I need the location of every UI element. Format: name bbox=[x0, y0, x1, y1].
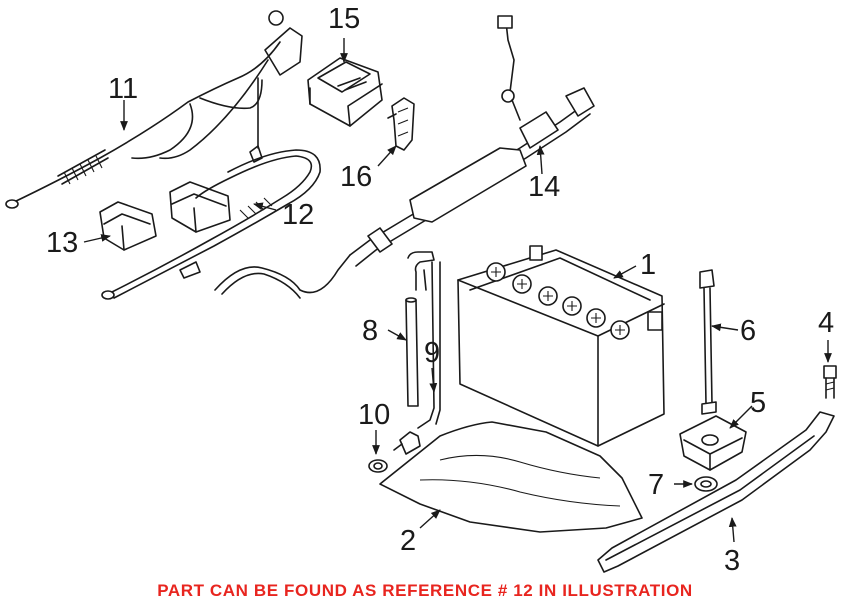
part-14-main-cable bbox=[179, 15, 595, 299]
part-16-clip bbox=[387, 97, 415, 151]
callout-14: 14 bbox=[528, 171, 560, 203]
part-5-bracket bbox=[679, 415, 747, 471]
part-9-elbow bbox=[393, 251, 441, 455]
callout-4: 4 bbox=[818, 307, 834, 339]
part-8-hose bbox=[405, 297, 419, 407]
part-12-cable bbox=[101, 149, 321, 300]
callout-15: 15 bbox=[328, 3, 360, 35]
callout-7: 7 bbox=[648, 469, 664, 501]
part-4-bolt bbox=[823, 365, 837, 399]
callout-11: 11 bbox=[108, 73, 138, 105]
callout-1: 1 bbox=[640, 249, 656, 281]
callout-12: 12 bbox=[282, 199, 314, 231]
leader-lines bbox=[83, 38, 832, 543]
part-10-grommet bbox=[368, 459, 388, 473]
callout-9: 9 bbox=[424, 337, 440, 369]
callout-3: 3 bbox=[724, 545, 740, 577]
part-7-grommet bbox=[694, 476, 718, 492]
part-6-bolt bbox=[699, 269, 717, 415]
part-13-covers bbox=[99, 181, 231, 251]
battery-caps bbox=[486, 262, 630, 340]
part-15-cover bbox=[307, 57, 383, 127]
callout-10: 10 bbox=[358, 399, 390, 431]
callout-2: 2 bbox=[400, 525, 416, 557]
part-2-mat bbox=[379, 421, 643, 533]
reference-note: PART CAN BE FOUND AS REFERENCE # 12 IN I… bbox=[157, 581, 693, 600]
callout-5: 5 bbox=[750, 387, 766, 419]
callout-13: 13 bbox=[46, 227, 78, 259]
callout-16: 16 bbox=[340, 161, 372, 193]
part-1-battery bbox=[457, 245, 665, 447]
callouts: 11 15 16 12 13 14 1 6 4 5 8 9 10 7 2 3 bbox=[46, 3, 834, 577]
part-11-cable bbox=[5, 10, 303, 209]
callout-8: 8 bbox=[362, 315, 378, 347]
callout-6: 6 bbox=[740, 315, 756, 347]
part-3-strap bbox=[597, 411, 835, 573]
